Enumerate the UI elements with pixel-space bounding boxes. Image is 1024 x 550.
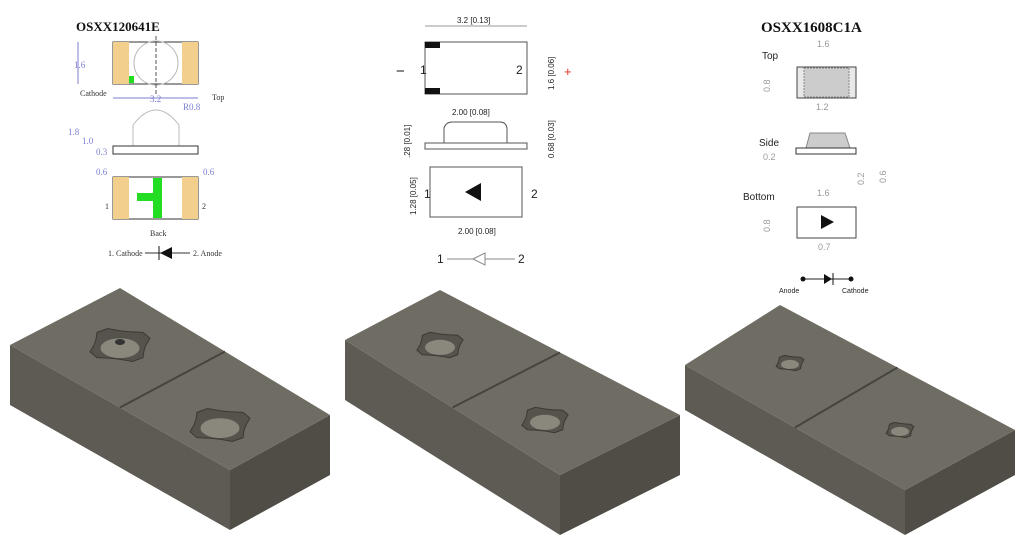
- legend-cathode: 1. Cathode: [108, 249, 143, 258]
- dim-r0-8: R0.8: [183, 102, 201, 112]
- cathode-label: Cathode: [842, 288, 869, 295]
- top-label: Top: [762, 51, 779, 62]
- pin-2-label: 2: [531, 187, 538, 201]
- top-label: Top: [212, 93, 224, 102]
- mold-renders: [10, 288, 1015, 535]
- dim-0-8-bottom: 0.8: [762, 219, 772, 232]
- dim-0-6-right: 0.6: [203, 167, 215, 177]
- pin-1-label: 1: [424, 187, 431, 201]
- legend-anode: 2. Anode: [193, 249, 222, 258]
- diode-symbol-icon: [824, 274, 832, 284]
- dim-0-6-left: 0.6: [96, 167, 108, 177]
- polarity-triangle-icon: [821, 215, 834, 229]
- block-3-left-face: [685, 365, 905, 535]
- cathode-marker: [129, 76, 134, 83]
- drawing-1-title: OSXX120641E: [76, 19, 160, 34]
- pad-right: [182, 42, 198, 84]
- block-1-top-face: [10, 288, 330, 470]
- block-3-split-line: [794, 366, 899, 429]
- dim-1-6: 1.6 [0.06]: [547, 57, 556, 90]
- side-view-lens: [805, 132, 851, 149]
- side-label: Side: [759, 138, 779, 149]
- legend-pin-2: 2: [518, 252, 525, 266]
- block-2-left-face: [345, 340, 560, 535]
- dim-0-8-top: 0.8: [762, 79, 772, 92]
- side-view-dome: [443, 121, 508, 145]
- dim-0-28: .28 [0.01]: [403, 125, 412, 158]
- pad-left: [113, 177, 129, 219]
- plus-sign: +: [564, 64, 572, 79]
- block-3-right-face: [905, 430, 1015, 535]
- top-view-body: [424, 41, 528, 95]
- dim-2-00-top: 2.00 [0.08]: [452, 108, 490, 117]
- block-1-right-face: [230, 415, 330, 530]
- terminal-mark: [425, 88, 440, 94]
- dim-1-6: 1.6: [74, 60, 86, 70]
- dim-3-2: 3.2 [0.13]: [457, 16, 490, 25]
- dim-0-6: 0.6: [878, 170, 888, 183]
- dim-1-28: 1.28 [0.05]: [409, 177, 418, 215]
- polarity-marker: [153, 178, 162, 218]
- dim-2-00-bottom: 2.00 [0.08]: [458, 227, 496, 236]
- side-view-base: [795, 147, 857, 155]
- dim-1-8: 1.8: [68, 127, 80, 137]
- diode-symbol-icon: [160, 247, 172, 259]
- block-3-cavity-2-floor: [891, 426, 909, 436]
- drawing-3-title: OSXX1608C1A: [761, 20, 862, 36]
- cathode-label: Cathode: [80, 89, 107, 98]
- dome-outline: [132, 109, 180, 146]
- legend-pin-1: 1: [437, 252, 444, 266]
- side-view-base: [112, 145, 199, 155]
- cathode-node: [848, 276, 854, 282]
- block-3-top-face: [685, 305, 1015, 490]
- anode-node: [800, 276, 806, 282]
- dim-0-2-side: 0.2: [763, 152, 776, 162]
- block-2-cavity-1-floor: [425, 339, 455, 355]
- anode-label: Anode: [779, 288, 799, 295]
- block-3-cavity-1-floor: [781, 359, 799, 369]
- bottom-label: Bottom: [743, 192, 775, 203]
- polarity-triangle-icon: [465, 183, 481, 201]
- diode-symbol-icon: [471, 252, 486, 266]
- drawing-osxx1608c1a: OSXX1608C1A Top 1.6 0.8 1.2 Side 0.2 0.2…: [743, 20, 888, 295]
- block-2-cavity-2-floor: [530, 414, 560, 430]
- block-1-split-line: [119, 350, 226, 409]
- pin-2-label: 2: [202, 202, 206, 211]
- dim-0-68: 0.68 [0.03]: [547, 120, 556, 158]
- pin-1-label: 1: [105, 202, 109, 211]
- terminal-mark: [425, 42, 440, 48]
- pin-1-label: 1: [420, 63, 427, 77]
- back-label: Back: [150, 229, 166, 238]
- pad-right: [182, 177, 198, 219]
- dim-1-6-bottom: 1.6: [817, 188, 830, 198]
- pad-left: [113, 42, 129, 84]
- block-1-cavity-2-floor: [200, 418, 240, 438]
- block-1-cavity-1-floor: [100, 338, 140, 358]
- block-1-pin-hole: [115, 339, 125, 345]
- dim-0-7: 0.7: [818, 242, 831, 252]
- side-view-base: [424, 142, 528, 150]
- dim-3-2: 3.2: [150, 94, 161, 104]
- polarity-marker: [137, 193, 157, 201]
- dim-1-2: 1.2: [816, 102, 829, 112]
- pin-2-label: 2: [516, 63, 523, 77]
- block-1-left-face: [10, 345, 230, 530]
- dim-1-6-top: 1.6: [817, 39, 830, 49]
- drawing-osxx120641e: OSXX120641E 1.6 Cathode 3.2 Top R0.8 1.8…: [68, 19, 224, 260]
- top-view-lens: [803, 67, 850, 98]
- dim-1-0: 1.0: [82, 136, 94, 146]
- block-2-split-line: [452, 351, 561, 409]
- dim-0-2-height: 0.2: [856, 172, 866, 185]
- drawing-middle: 3.2 [0.13] − 1 2 + 1.6 [0.06] 2.00 [0.08…: [396, 16, 572, 266]
- minus-sign: −: [396, 63, 405, 80]
- block-2-right-face: [560, 415, 680, 535]
- dim-0-3: 0.3: [96, 147, 108, 157]
